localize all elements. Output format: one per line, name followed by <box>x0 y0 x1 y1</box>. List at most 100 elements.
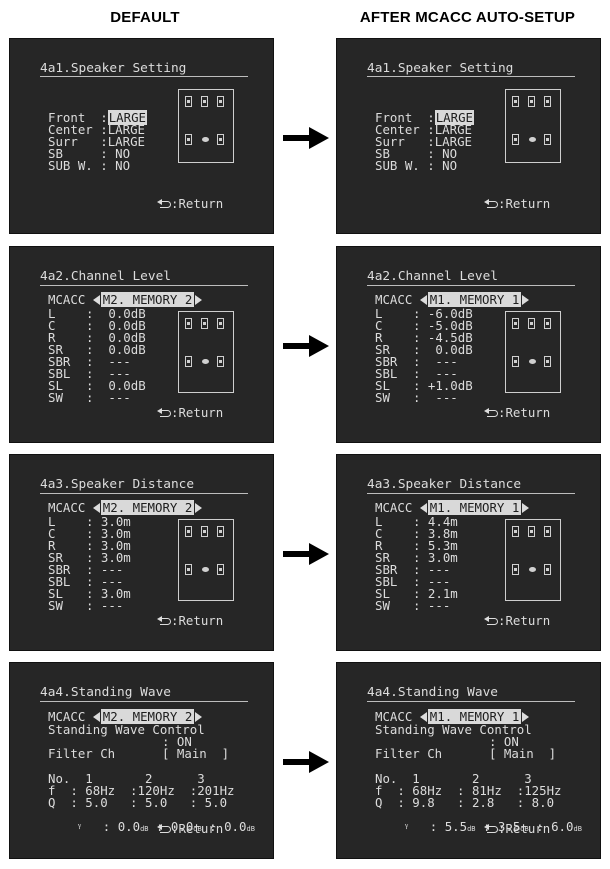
prev-memory-icon[interactable] <box>92 712 100 722</box>
room-diagram <box>505 311 561 393</box>
return-button[interactable]: :Return <box>157 196 223 211</box>
memory-value: M1. MEMORY 1 <box>427 292 522 307</box>
distance-row-l[interactable]: L: 3.0m <box>48 514 131 529</box>
channel-value: 3.0m <box>93 526 131 541</box>
screen-title: 4a1.Speaker Setting <box>367 61 514 76</box>
level-row-sl[interactable]: SL: 0.0dB <box>48 378 146 393</box>
mcacc-selector[interactable]: MCACC M2. MEMORY 2 <box>48 500 203 515</box>
row-front[interactable]: Front :LARGE <box>375 110 474 125</box>
next-memory-icon[interactable] <box>522 295 530 305</box>
distance-row-sr[interactable]: SR: 3.0m <box>48 550 131 565</box>
distance-row-sw[interactable]: SW: --- <box>375 598 451 613</box>
mcacc-selector[interactable]: MCACC M1. MEMORY 1 <box>375 500 530 515</box>
distance-row-sr[interactable]: SR: 3.0m <box>375 550 458 565</box>
distance-row-sbl[interactable]: SBL: --- <box>375 574 451 589</box>
gain-value-3: 0.0 <box>216 819 247 835</box>
standing-wave-control-value[interactable]: : ON <box>489 734 519 749</box>
q-row[interactable]: Q : 5.0 : 5.0 : 5.0 <box>48 795 228 810</box>
distance-row-r[interactable]: R: 3.0m <box>48 538 131 553</box>
channel-value: 0.0dB <box>93 342 146 357</box>
row-value: LARGE <box>434 122 472 137</box>
distance-row-sl[interactable]: SL: 3.0m <box>48 586 131 601</box>
speaker-front-left-icon <box>185 96 192 107</box>
return-label: :Return <box>498 821 551 836</box>
level-row-sbr[interactable]: SBR: --- <box>375 354 458 369</box>
next-memory-icon[interactable] <box>522 712 530 722</box>
mcacc-selector[interactable]: MCACC M1. MEMORY 1 <box>375 709 530 724</box>
level-row-l[interactable]: L: 0.0dB <box>48 306 146 321</box>
distance-row-c[interactable]: C: 3.8m <box>375 526 458 541</box>
speaker-front-left-icon <box>185 526 192 537</box>
distance-row-sbl[interactable]: SBL: --- <box>48 574 124 589</box>
row-center[interactable]: Center :LARGE <box>48 122 145 137</box>
return-label: :Return <box>498 613 551 628</box>
prev-memory-icon[interactable] <box>419 712 427 722</box>
level-row-sbl[interactable]: SBL: --- <box>375 366 458 381</box>
frequency-row[interactable]: f : 68Hz :120Hz :201Hz <box>48 783 235 798</box>
distance-row-sl[interactable]: SL: 2.1m <box>375 586 458 601</box>
row-front[interactable]: Front :LARGE <box>48 110 147 125</box>
channel-label: SBL <box>48 366 71 381</box>
return-button[interactable]: :Return <box>484 821 550 836</box>
row-subw[interactable]: SUB W. : NO <box>375 159 457 172</box>
level-row-l[interactable]: L: -6.0dB <box>375 306 473 321</box>
prev-memory-icon[interactable] <box>419 295 427 305</box>
row-surr[interactable]: Surr :LARGE <box>375 135 472 148</box>
speaker-front-left-icon <box>512 526 519 537</box>
channel-level-default-screen: 4a2.Channel Level MCACC M2. MEMORY 2 L: … <box>9 246 274 443</box>
distance-row-c[interactable]: C: 3.0m <box>48 526 131 541</box>
frequency-row[interactable]: f : 68Hz : 81Hz :125Hz <box>375 783 562 798</box>
next-memory-icon[interactable] <box>195 712 203 722</box>
return-button[interactable]: :Return <box>157 405 223 420</box>
row-center[interactable]: Center :LARGE <box>375 122 472 137</box>
next-memory-icon[interactable] <box>195 503 203 513</box>
channel-value: 0.0dB <box>93 330 146 345</box>
distance-row-sw[interactable]: SW: --- <box>48 598 124 613</box>
listener-icon <box>529 137 536 142</box>
distance-row-r[interactable]: R: 5.3m <box>375 538 458 553</box>
row-sb[interactable]: SB : NO <box>48 147 130 160</box>
level-row-sr[interactable]: SR: 0.0dB <box>375 342 473 357</box>
filter-ch-value[interactable]: [ Main ] <box>489 746 557 761</box>
level-row-r[interactable]: R: 0.0dB <box>48 330 146 345</box>
standing-wave-control-value[interactable]: : ON <box>162 734 192 749</box>
q-row[interactable]: Q : 9.8 : 2.8 : 8.0 <box>375 795 555 810</box>
row-subw[interactable]: SUB W. : NO <box>48 159 130 172</box>
gain-row[interactable]: ᵞ : 5.5dB : 3.5dB : 6.0dB <box>375 809 582 848</box>
level-row-c[interactable]: C: 0.0dB <box>48 318 146 333</box>
prev-memory-icon[interactable] <box>92 295 100 305</box>
channel-value: 0.0dB <box>420 342 473 357</box>
prev-memory-icon[interactable] <box>92 503 100 513</box>
gain-row[interactable]: ᵞ : 0.0dB : 0.0dB : 0.0dB <box>48 809 255 848</box>
level-row-sw[interactable]: SW: --- <box>375 390 458 405</box>
level-row-sbr[interactable]: SBR: --- <box>48 354 131 369</box>
return-button[interactable]: :Return <box>484 613 550 628</box>
level-row-sr[interactable]: SR: 0.0dB <box>48 342 146 357</box>
row-sb[interactable]: SB : NO <box>375 147 457 160</box>
prev-memory-icon[interactable] <box>419 503 427 513</box>
next-memory-icon[interactable] <box>522 503 530 513</box>
distance-row-sbr[interactable]: SBR: --- <box>48 562 124 577</box>
channel-value: -5.0dB <box>420 318 473 333</box>
row-surr[interactable]: Surr :LARGE <box>48 135 145 148</box>
return-button[interactable]: :Return <box>157 613 223 628</box>
mcacc-selector[interactable]: MCACC M1. MEMORY 1 <box>375 292 530 307</box>
next-memory-icon[interactable] <box>195 295 203 305</box>
row-value: LARGE <box>434 110 474 125</box>
level-row-c[interactable]: C: -5.0dB <box>375 318 473 333</box>
filter-ch-value[interactable]: [ Main ] <box>162 746 230 761</box>
level-row-sw[interactable]: SW: --- <box>48 390 131 405</box>
level-row-r[interactable]: R: -4.5dB <box>375 330 473 345</box>
return-button[interactable]: :Return <box>157 821 223 836</box>
title-rule <box>40 76 248 77</box>
return-button[interactable]: :Return <box>484 405 550 420</box>
level-row-sbl[interactable]: SBL: --- <box>48 366 131 381</box>
row-label: Center : <box>48 122 108 137</box>
level-row-sl[interactable]: SL: +1.0dB <box>375 378 473 393</box>
mcacc-selector[interactable]: MCACC M2. MEMORY 2 <box>48 709 203 724</box>
distance-row-l[interactable]: L: 4.4m <box>375 514 458 529</box>
distance-row-sbr[interactable]: SBR: --- <box>375 562 451 577</box>
return-label: :Return <box>171 196 224 211</box>
return-button[interactable]: :Return <box>484 196 550 211</box>
mcacc-selector[interactable]: MCACC M2. MEMORY 2 <box>48 292 203 307</box>
